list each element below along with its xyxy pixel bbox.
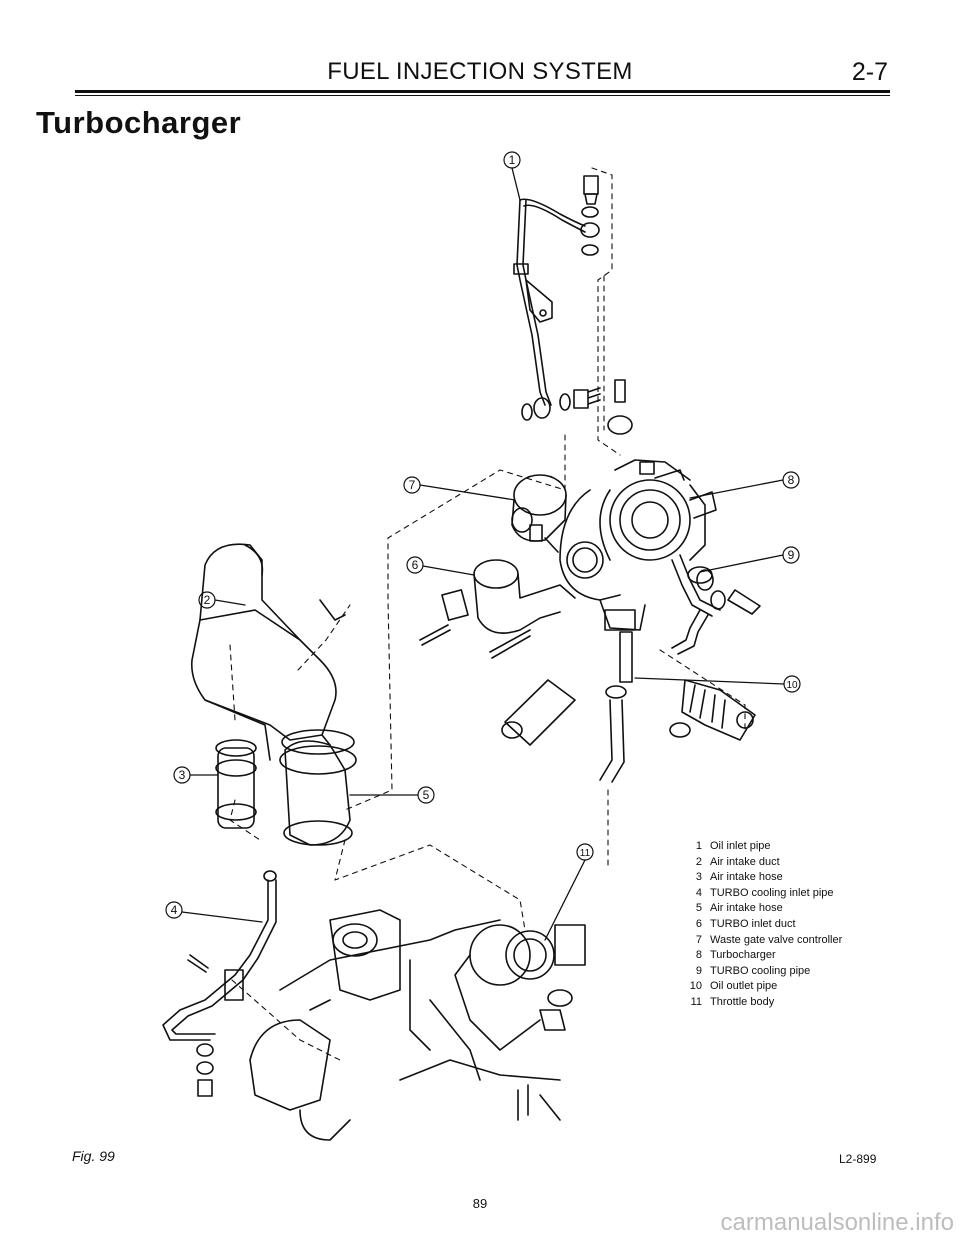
turbo-cooling-inlet-pipe-part [162,870,277,1097]
callout-6-circle [406,556,424,574]
callout-4-circle [165,901,183,919]
callout-1: 1 [509,153,516,167]
callout-8: 8 [788,473,795,487]
callout-2-circle [198,591,216,609]
throttle-body-part [249,909,586,1141]
page-number: 89 [472,1196,488,1211]
turbocharger-part [559,459,717,631]
callout-9: 9 [788,548,795,562]
callout-11-circle [576,843,594,861]
callout-numbers: 1 2 3 4 5 6 7 8 9 10 11 [171,153,798,917]
callout-circles [165,151,801,919]
callout-2: 2 [204,593,211,607]
waste-gate-controller-part [511,474,567,553]
turbo-cooling-pipe-part [671,554,761,655]
callout-1-circle [503,151,521,169]
callout-4: 4 [171,903,178,917]
section-title: Turbocharger [36,105,242,140]
callout-8-circle [782,471,800,489]
turbo-inlet-duct-part [419,559,576,659]
callout-11: 11 [580,848,591,859]
assembly-guide-lines [229,167,746,1061]
callout-6: 6 [412,558,419,572]
header-rule-thin [75,95,890,96]
callout-10: 10 [786,680,798,691]
callout-5-circle [417,786,435,804]
leader-lines [181,167,785,941]
header-page-ref: 2-7 [851,58,888,86]
callout-7-circle [403,476,421,494]
callout-3-circle [173,766,191,784]
header-rule [75,90,890,93]
callout-9-circle [782,546,800,564]
air-intake-hose-part [279,679,576,846]
callout-3: 3 [179,768,186,782]
figure-label: Fig. 99 [72,1148,115,1164]
callout-10-circle [783,675,801,693]
callout-7: 7 [409,478,416,492]
watermark: carmanualsonline.info [720,1209,954,1236]
air-intake-hose-small-part [215,599,346,829]
callout-5: 5 [423,788,430,802]
oil-outlet-pipe-part [599,609,756,783]
oil-inlet-pipe-part [513,175,633,435]
air-intake-duct-part [190,543,337,761]
figure-code: L2-899 [839,1152,877,1166]
header-title: FUEL INJECTION SYSTEM [327,58,633,85]
